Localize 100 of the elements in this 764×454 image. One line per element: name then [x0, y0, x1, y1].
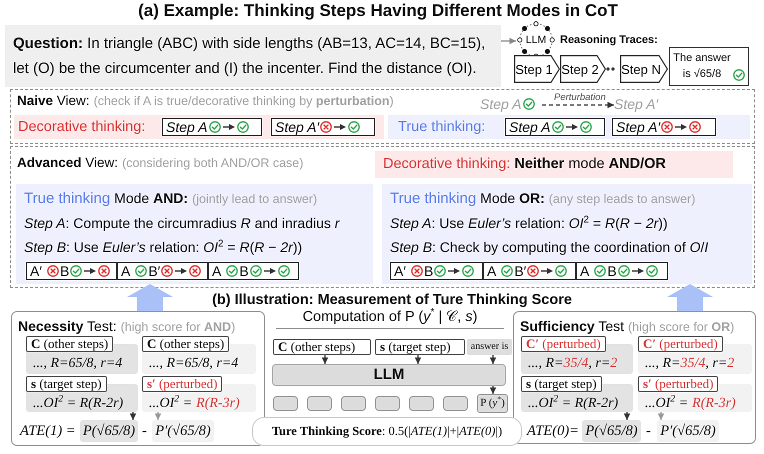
- tag-label: s (target step): [26, 376, 107, 392]
- formula-text: P′(√65/8): [660, 423, 716, 439]
- score-panel: [252, 417, 522, 446]
- formula-text: ...OI$^{2}$ = R(R-2r): [528, 396, 618, 411]
- formula-text: R(R-3r): [196, 396, 240, 411]
- mode-note: (jointly lead to answer): [192, 192, 318, 206]
- tag-label: [467, 339, 512, 355]
- step-text: Step A: [509, 119, 551, 135]
- tag-label: [273, 339, 371, 355]
- arrow: [658, 412, 664, 420]
- test-note: (high score for AND): [120, 320, 236, 334]
- step-label: Step 2: [561, 62, 599, 76]
- tag-label: s′ (perturbed): [142, 376, 222, 392]
- formula-text: ATE(1) =: [20, 422, 76, 441]
- step-text: B: [239, 263, 249, 279]
- step-text: A: [121, 263, 130, 279]
- tag-label: C (other steps): [142, 336, 230, 352]
- test-note: (high score for OR): [628, 320, 734, 334]
- value-text: 2: [727, 356, 734, 371]
- step-text: Step B: Use Euler’s relation: OI$^{2}$ = R(R − 2r)): [24, 239, 302, 255]
- step-text: B: [60, 263, 70, 279]
- step-frame: [483, 262, 576, 280]
- step-label: Step N: [621, 62, 661, 76]
- chevron-step: [514, 55, 560, 83]
- step-frame: [271, 118, 375, 136]
- arrow: [490, 355, 496, 364]
- operator-text: -: [646, 422, 651, 441]
- value-text: 35/4: [564, 356, 588, 371]
- value-text: 2: [610, 356, 618, 371]
- question-text: Question: In triangle (ABC) with side lengths (AB=13, AC=14, BC=15), let (O) be the circumcenter and (I) the incenter. Find the distance (OI).: [13, 35, 486, 77]
- tag-label: C′ (perturbed): [638, 336, 723, 352]
- arrow: [490, 386, 496, 394]
- step-text: Step B: Check by computing the coordination of O/I: [390, 239, 708, 255]
- block-arrow: [667, 284, 713, 311]
- arrow: [414, 355, 422, 364]
- formula-text: R(R-3r): [692, 396, 736, 411]
- category-label: True thinking: [24, 190, 110, 207]
- highlight-band: [14, 115, 384, 139]
- step-text: Step A: Use Euler’s relation: OI$^{2}$ = R(R − 2r)): [390, 215, 668, 231]
- formula-text: ATE(0)=: [527, 422, 579, 441]
- arrow: [154, 412, 162, 420]
- formula-text: , r=: [588, 356, 610, 371]
- value-text: 35/4: [680, 356, 706, 371]
- token-slot: [341, 396, 366, 411]
- mode-panel: [382, 184, 752, 284]
- tag-label: C′ (perturbed): [521, 336, 606, 352]
- score-text: Ture Thinking Score: 0.5(|ATE(1)|+|ATE(0)|): [272, 424, 502, 438]
- step-text: A: [580, 263, 590, 279]
- view-note: (check if A is true/decorative thinking by perturbation): [94, 94, 394, 108]
- step-frame: [390, 262, 483, 280]
- view-heading: Advanced View:: [17, 155, 118, 170]
- mode-heading: Mode OR:: [480, 190, 545, 206]
- token-slot: [443, 396, 468, 411]
- formula-text: , r=: [705, 356, 728, 371]
- model-label: LLM: [526, 34, 546, 46]
- step-frame: [26, 262, 117, 280]
- tag-text: answer is: [470, 341, 508, 352]
- test-panel: [513, 311, 756, 444]
- dashed-arrow: [542, 102, 614, 108]
- step-frame: [162, 118, 262, 136]
- probability-label: P (y$^{*}$): [480, 397, 505, 409]
- step-text: A: [212, 263, 222, 279]
- arrow: [322, 355, 328, 364]
- category-label: Decorative thinking:: [18, 119, 146, 135]
- tag-label: s′ (perturbed): [638, 376, 718, 392]
- formula-text: ..., R=: [645, 356, 680, 371]
- model-label: LLM: [374, 366, 404, 383]
- step-frame: [117, 262, 208, 280]
- mode-panel: [16, 184, 373, 284]
- formula-text: P′(√65/8): [155, 423, 211, 439]
- formula-text: P(√65/8): [585, 423, 638, 439]
- answer-text: The answer is √65/8: [672, 51, 732, 82]
- section-heading: (b) Illustration: Measurement of Ture Thinking Score: [212, 292, 572, 308]
- dashed-panel: [10, 146, 755, 288]
- step-text: A′: [30, 263, 42, 279]
- mode-text: Neither mode AND/OR: [514, 156, 666, 172]
- underlined-heading: Computation of P (y$^{*}$ | 𝒞, s): [276, 308, 504, 329]
- mode-heading: Mode AND:: [114, 190, 188, 206]
- mode-note: (any step leads to answer): [548, 192, 696, 206]
- tag-label: C (other steps): [26, 336, 114, 352]
- test-panel: [11, 311, 265, 446]
- step-label: Step 1: [515, 62, 553, 76]
- step-frame: [208, 262, 299, 280]
- formula-text: ..., R=: [528, 356, 564, 371]
- step-text: B′: [148, 263, 160, 279]
- token-slot: [409, 396, 434, 411]
- model-block: [272, 364, 506, 386]
- step-text: B: [607, 263, 617, 279]
- step-text: Step A′: [616, 119, 660, 135]
- step-text: Step A′: [275, 119, 320, 135]
- arrow: [501, 38, 516, 44]
- step-text: Step A: Compute the circumradius R and inradius r: [24, 215, 340, 231]
- test-heading: Sufficiency Test: [520, 318, 624, 334]
- formula-text: ..., R=65/8, r=4: [149, 356, 238, 371]
- step-text: A′: [394, 263, 406, 279]
- view-note: (considering both AND/OR case): [122, 156, 304, 170]
- token-slot: [307, 396, 332, 411]
- step-text: Step A: [166, 119, 208, 135]
- chevron-step: [560, 55, 606, 83]
- step-text: A: [487, 263, 496, 279]
